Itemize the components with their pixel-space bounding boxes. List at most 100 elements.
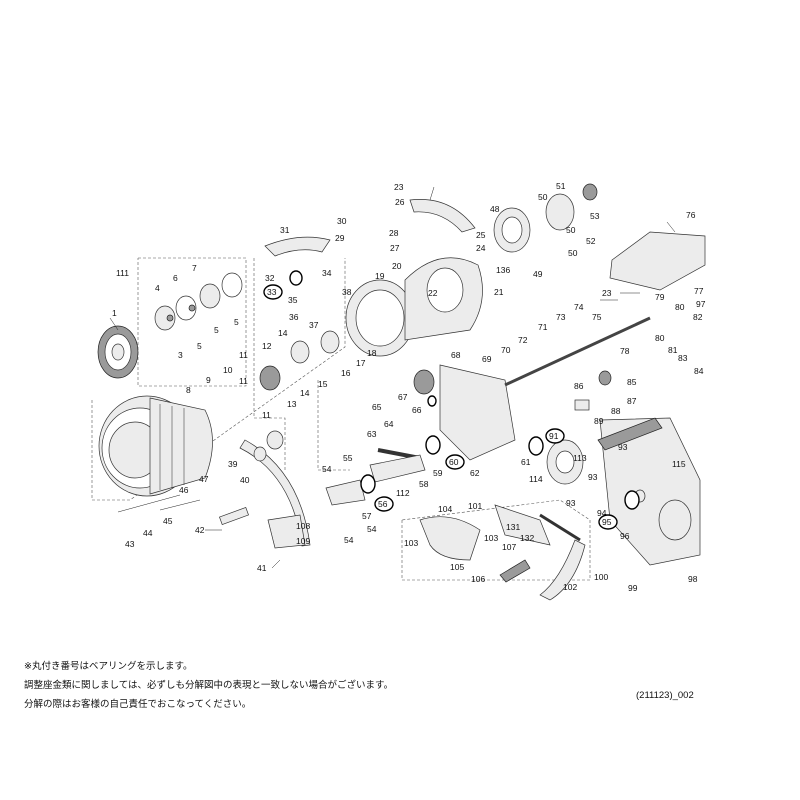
part-label: 9: [206, 375, 211, 385]
part-label: 50: [538, 192, 548, 202]
part-labels: 1 3 4 5 5 5 6 7 111 8 9 10 11 11 11 12 1…: [112, 181, 706, 593]
part-label: 82: [693, 312, 703, 322]
part-label: 79: [655, 292, 665, 302]
part-label: 39: [228, 459, 238, 469]
part-label: 114: [529, 474, 543, 484]
part-label: 16: [341, 368, 351, 378]
part-label: 18: [367, 348, 377, 358]
part-label: 57: [362, 511, 372, 521]
part-label: 52: [586, 236, 596, 246]
assembly-guides: [91, 257, 591, 581]
part-label: 12: [262, 341, 272, 351]
part-label: 68: [451, 350, 461, 360]
part-label: 42: [195, 525, 205, 535]
part-label: 6: [173, 273, 178, 283]
part-label: 36: [289, 312, 299, 322]
part-label: 100: [594, 572, 608, 582]
document-code: (211123)_002: [636, 690, 694, 701]
part-label: 84: [694, 366, 704, 376]
part-label: 13: [287, 399, 297, 409]
part-label: 3: [178, 350, 183, 360]
part-label: 14: [300, 388, 310, 398]
part-label: 46: [179, 485, 189, 495]
part-label: 14: [278, 328, 288, 338]
part-label: 63: [367, 429, 377, 439]
rotor: [345, 257, 483, 357]
part-label: 4: [155, 283, 160, 293]
part-label: 59: [433, 468, 443, 478]
part-label: 20: [392, 261, 402, 271]
part-label: 101: [468, 501, 482, 511]
part-label: 29: [335, 233, 345, 243]
part-label: 23: [602, 288, 612, 298]
part-label: 69: [482, 354, 492, 364]
part-label: 62: [470, 468, 480, 478]
part-label: 10: [223, 365, 233, 375]
part-label: 98: [688, 574, 698, 584]
part-label: 38: [342, 287, 352, 297]
part-label: 93: [588, 472, 598, 482]
handle-assembly: [419, 504, 586, 601]
part-label: 7: [192, 263, 197, 273]
part-label: 50: [568, 248, 578, 258]
part-label: 11: [239, 350, 248, 360]
part-label: 43: [125, 539, 135, 549]
part-label: 115: [672, 459, 686, 469]
part-label: 109: [296, 536, 310, 546]
part-label: 37: [309, 320, 319, 330]
part-label: 15: [318, 379, 328, 389]
part-label: 5: [214, 325, 219, 335]
part-label: 31: [280, 225, 290, 235]
part-label: 48: [490, 204, 500, 214]
part-label: 81: [668, 345, 678, 355]
part-label: 34: [322, 268, 332, 278]
part-label: 67: [398, 392, 408, 402]
part-label: 93: [566, 498, 576, 508]
small-hardware: [117, 330, 646, 549]
part-label: 113: [573, 453, 587, 463]
reel-body: [597, 231, 706, 566]
part-label: 96: [620, 531, 630, 541]
part-label: 93: [618, 442, 628, 452]
bearing-label: 91: [549, 431, 559, 441]
drag-washers: [154, 272, 243, 331]
part-label: 44: [143, 528, 153, 538]
part-label: 45: [163, 516, 173, 526]
part-label: 49: [533, 269, 543, 279]
part-label: 85: [627, 377, 637, 387]
part-label: 87: [627, 396, 637, 406]
part-label: 30: [337, 216, 347, 226]
part-label: 17: [356, 358, 366, 368]
part-label: 51: [556, 181, 566, 191]
part-label: 136: [496, 265, 510, 275]
part-label: 112: [396, 488, 410, 498]
part-label: 106: [471, 574, 485, 584]
part-label: 102: [563, 582, 577, 592]
part-label: 61: [521, 457, 531, 467]
part-label: 5: [234, 317, 239, 327]
main-shaft: [369, 316, 651, 483]
bearing-labels: 33 56 60 91 95: [263, 284, 618, 530]
part-label: 11: [239, 376, 248, 386]
gearbox: [413, 183, 598, 485]
part-label: 74: [574, 302, 584, 312]
part-label: 89: [594, 416, 604, 426]
part-label: 47: [199, 474, 209, 484]
part-label: 80: [675, 302, 685, 312]
part-label: 103: [404, 538, 418, 548]
part-label: 50: [566, 225, 576, 235]
bearing-label: 95: [602, 517, 612, 527]
part-label: 76: [686, 210, 696, 220]
part-label: 24: [476, 243, 486, 253]
leader-lines: [109, 186, 676, 569]
part-label: 54: [322, 464, 332, 474]
part-label: 41: [257, 563, 267, 573]
part-label: 54: [367, 524, 377, 534]
part-label: 53: [590, 211, 600, 221]
bearing-rings: [289, 270, 640, 510]
drag-knob: [97, 325, 139, 379]
part-label: 25: [476, 230, 486, 240]
part-label: 58: [419, 479, 429, 489]
part-label: 99: [628, 583, 638, 593]
